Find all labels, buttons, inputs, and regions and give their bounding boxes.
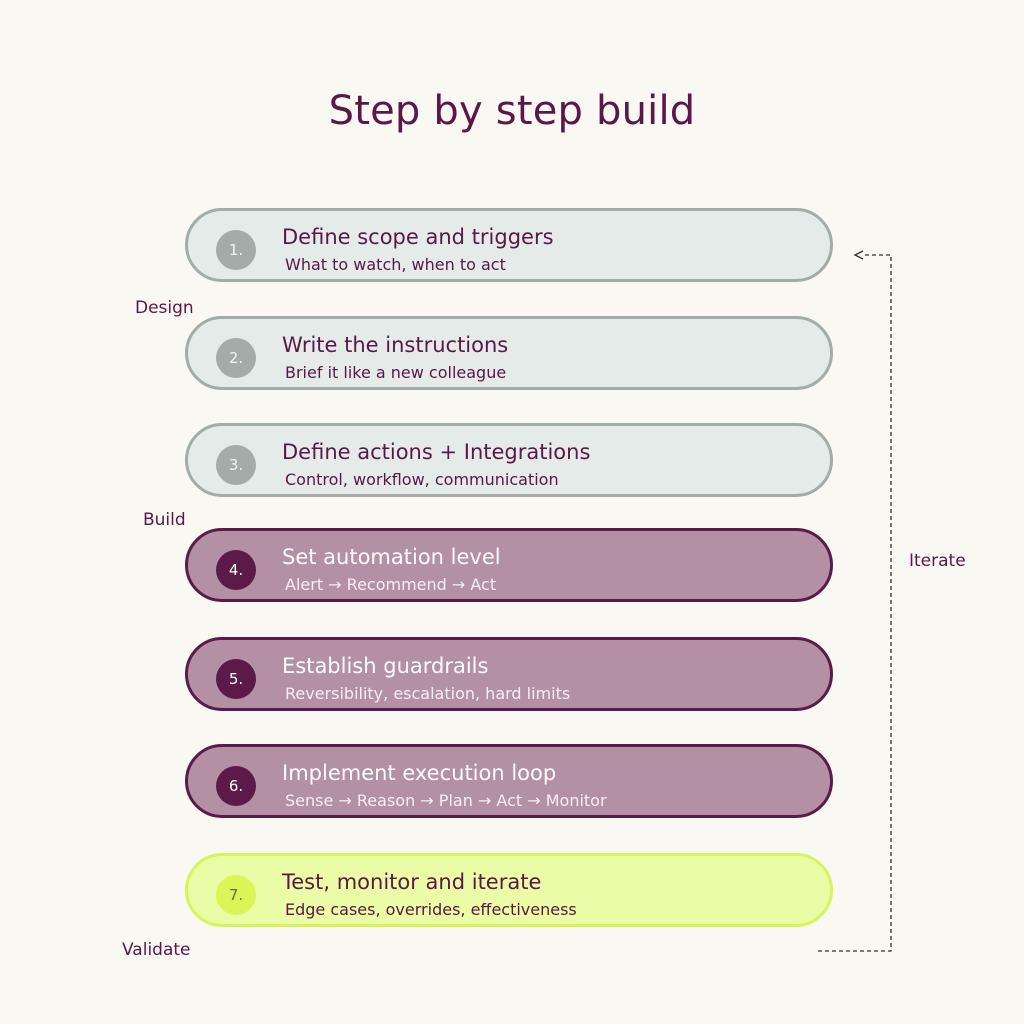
step-title: Test, monitor and iterate: [282, 870, 542, 894]
step-2-write-instructions: 2. Write the instructions Brief it like …: [185, 316, 833, 390]
step-7-test-monitor: 7. Test, monitor and iterate Edge cases,…: [185, 853, 833, 927]
step-title: Define actions + Integrations: [282, 440, 591, 464]
iterate-arrow-head-icon: [853, 250, 864, 260]
iterate-dashed-line: [818, 254, 892, 952]
step-title: Establish guardrails: [282, 654, 489, 678]
step-number-badge: 5.: [216, 659, 256, 699]
iterate-label: Iterate: [909, 551, 966, 571]
phase-label-design: Design: [135, 298, 194, 318]
step-title: Set automation level: [282, 545, 501, 569]
step-number-badge: 1.: [216, 230, 256, 270]
step-number-badge: 6.: [216, 766, 256, 806]
step-5-guardrails: 5. Establish guardrails Reversibility, e…: [185, 637, 833, 711]
step-title: Define scope and triggers: [282, 225, 554, 249]
step-number-badge: 2.: [216, 338, 256, 378]
step-number-badge: 7.: [216, 875, 256, 915]
step-4-automation-level: 4. Set automation level Alert → Recommen…: [185, 528, 833, 602]
step-subtitle: What to watch, when to act: [285, 255, 506, 274]
step-subtitle: Brief it like a new colleague: [285, 363, 507, 382]
step-subtitle: Reversibility, escalation, hard limits: [285, 684, 571, 703]
step-title: Write the instructions: [282, 333, 509, 357]
step-subtitle: Sense → Reason → Plan → Act → Monitor: [285, 791, 607, 810]
phase-label-build: Build: [143, 510, 186, 530]
step-subtitle: Alert → Recommend → Act: [285, 575, 497, 594]
step-6-execution-loop: 6. Implement execution loop Sense → Reas…: [185, 744, 833, 818]
phase-label-validate: Validate: [122, 940, 191, 960]
step-number-badge: 4.: [216, 550, 256, 590]
page-title: Step by step build: [328, 88, 696, 134]
step-number-badge: 3.: [216, 445, 256, 485]
step-title: Implement execution loop: [282, 761, 557, 785]
step-subtitle: Control, workflow, communication: [285, 470, 559, 489]
step-subtitle: Edge cases, overrides, effectiveness: [285, 900, 577, 919]
step-3-define-actions: 3. Define actions + Integrations Control…: [185, 423, 833, 497]
step-1-define-scope: 1. Define scope and triggers What to wat…: [185, 208, 833, 282]
